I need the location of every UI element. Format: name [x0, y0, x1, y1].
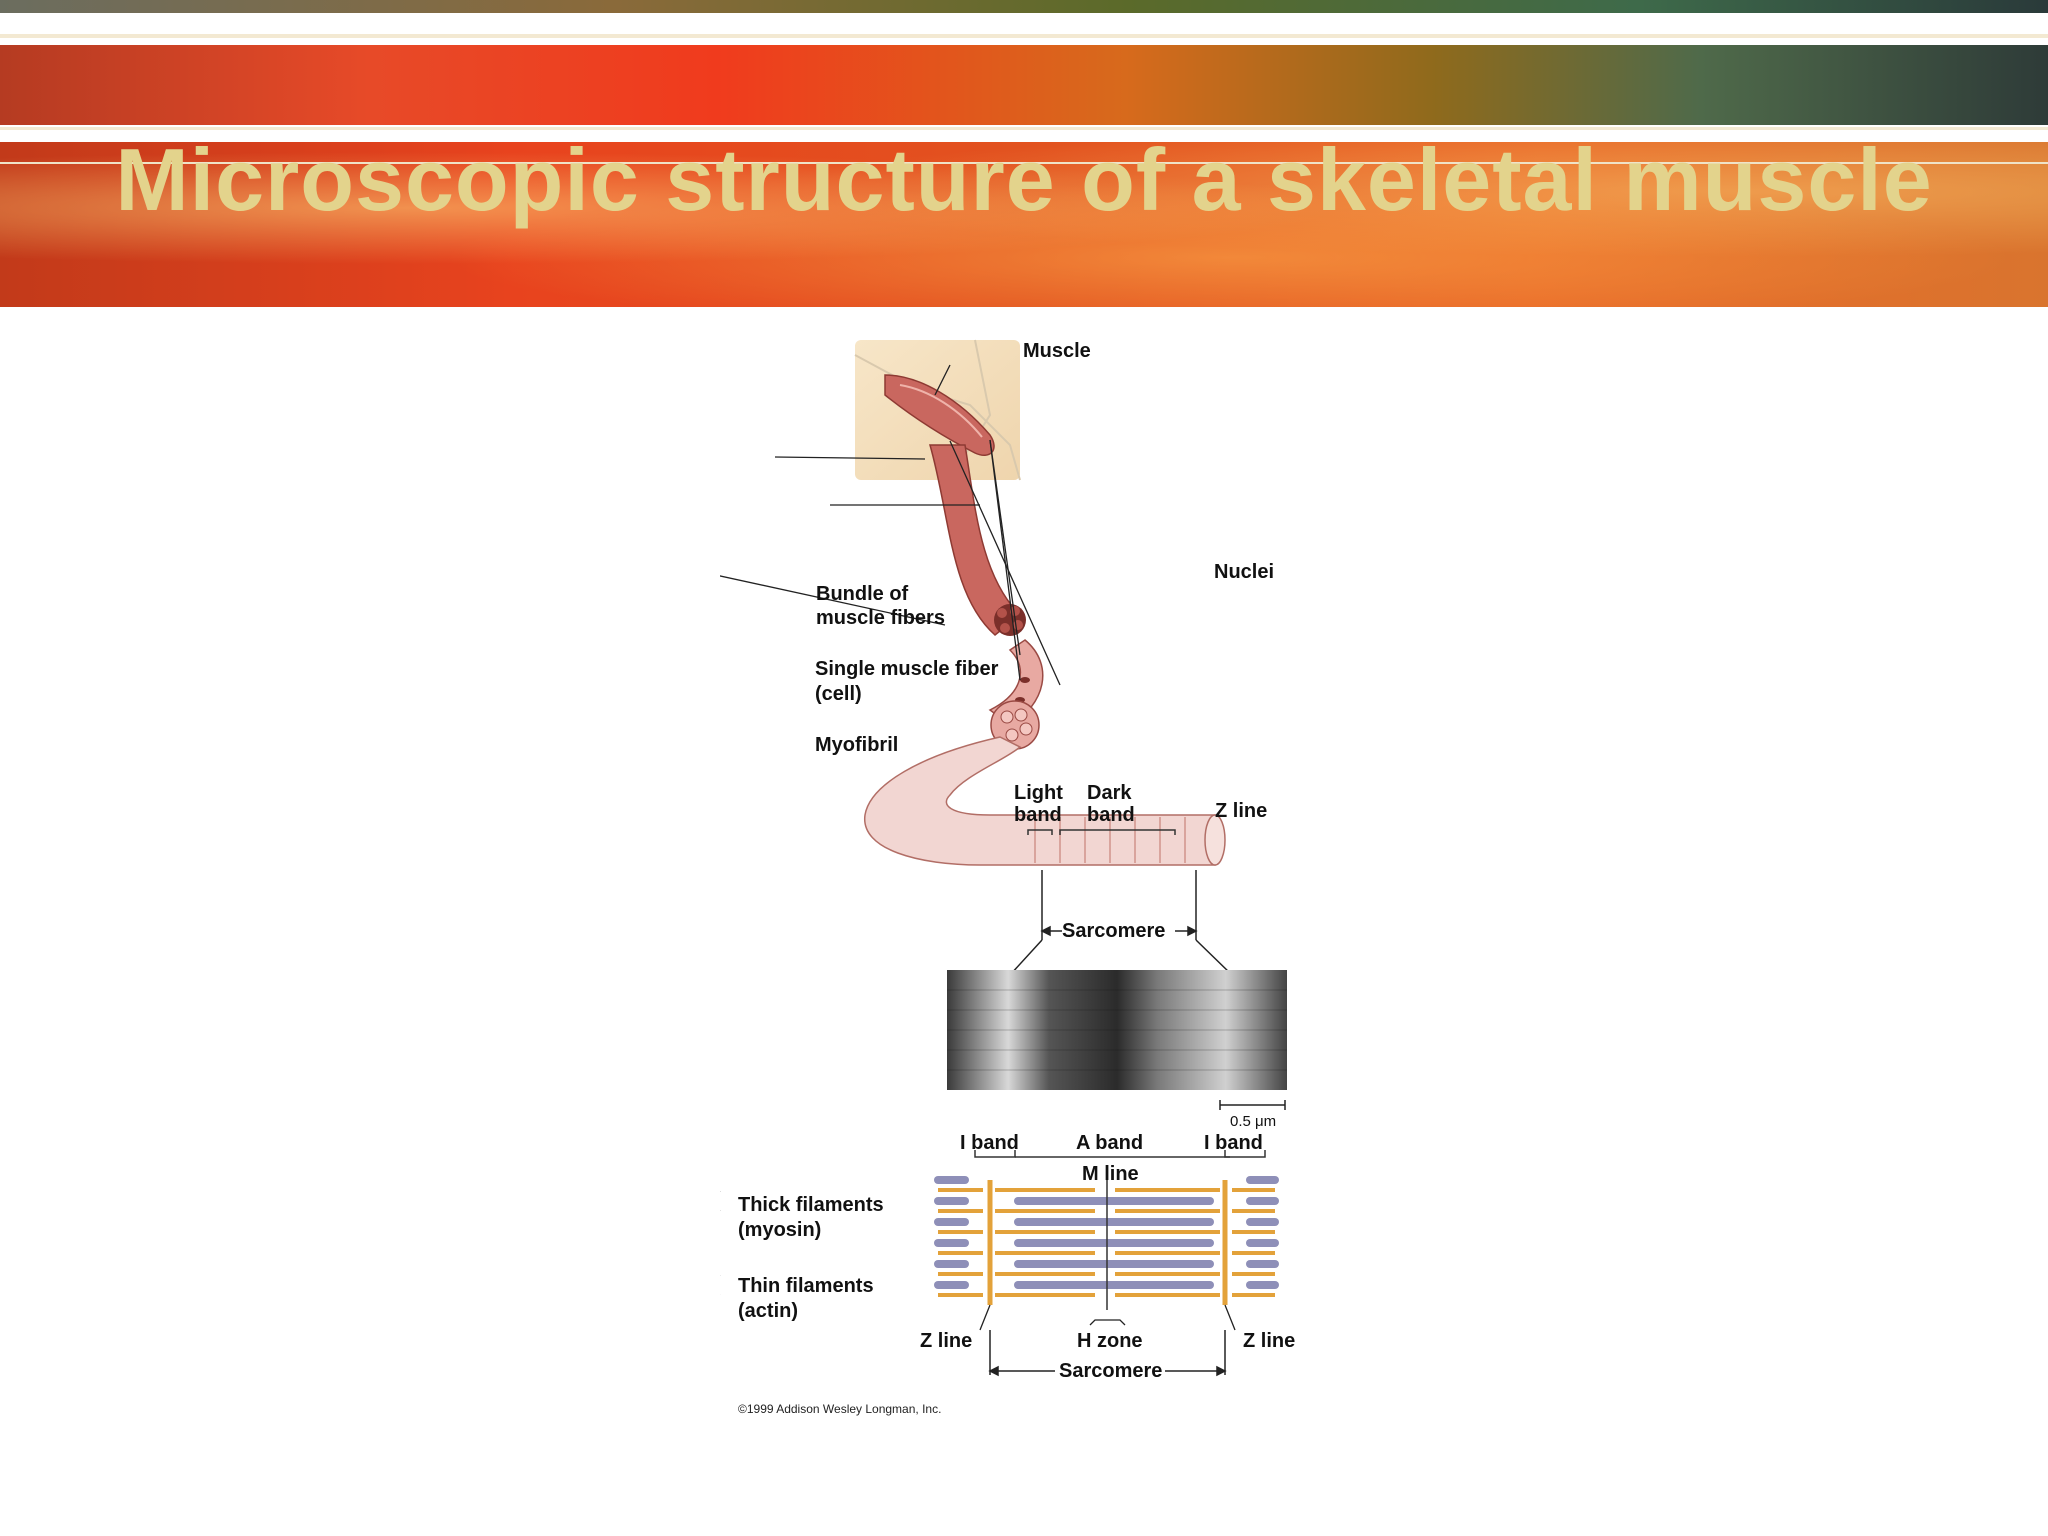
- label-a-band: A band: [1076, 1132, 1144, 1154]
- title-banner: [0, 142, 2048, 307]
- arm-illustration: [854, 339, 1021, 481]
- copyright-notice: ©1999 Addison Wesley Longman, Inc.: [738, 1402, 942, 1416]
- label-myofibril: Myofibril: [815, 734, 899, 756]
- label-light-band-1: Light: [1014, 782, 1063, 804]
- label-z-line-top: Z line: [1215, 800, 1268, 822]
- label-thick-filaments-1: Thick filaments: [738, 1194, 884, 1216]
- label-muscle: Muscle: [1023, 340, 1091, 362]
- bundle-cross-section: [994, 604, 1026, 636]
- label-bundle-2: muscle fibers: [816, 607, 945, 629]
- label-single-fiber-1: Single muscle fiber: [815, 658, 999, 680]
- label-m-line: M line: [1082, 1163, 1139, 1185]
- header-rule: [0, 162, 2048, 164]
- header-rule: [0, 34, 2048, 38]
- myofibril-end: [1204, 814, 1226, 866]
- diagram-illustration: [720, 339, 1287, 1377]
- thin-filaments: [938, 1188, 1275, 1297]
- label-thin-filaments-1: Thin filaments: [738, 1275, 874, 1297]
- label-bundle-1: Bundle of: [816, 583, 909, 605]
- header-band: [0, 45, 2048, 125]
- label-i-band-right: I band: [1204, 1132, 1263, 1154]
- thick-filaments: [934, 1176, 1279, 1289]
- z-lines: [987, 1180, 1228, 1305]
- muscle-structure-diagram: Muscle Nuclei Bundle of muscle fibers Si…: [720, 335, 1320, 1420]
- myofibril-striations: [1034, 817, 1186, 863]
- label-dark-band-1: Dark: [1087, 782, 1132, 804]
- header-rule: [0, 127, 2048, 130]
- nucleus: [1020, 677, 1030, 683]
- slide-title: Microscopic structure of a skeletal musc…: [115, 130, 1933, 229]
- label-thick-filaments-2: (myosin): [738, 1219, 822, 1241]
- label-z-line-left: Z line: [920, 1330, 973, 1352]
- electron-micrograph: [947, 970, 1287, 1090]
- label-sarcomere-bottom: Sarcomere: [1059, 1360, 1163, 1382]
- label-single-fiber-2: (cell): [815, 683, 862, 705]
- label-nuclei: Nuclei: [1214, 561, 1275, 583]
- label-thin-filaments-2: (actin): [738, 1300, 798, 1322]
- label-sarcomere-top: Sarcomere: [1062, 919, 1166, 943]
- label-leader-lines: [720, 364, 1236, 1331]
- fiber-cross-section: [990, 700, 1040, 750]
- label-scale: 0.5 μm: [1230, 1113, 1277, 1130]
- sarcomere-top-arrow: [1009, 870, 1233, 976]
- sarcomere-bottom-arrow: [988, 1330, 1227, 1377]
- label-z-line-right: Z line: [1243, 1330, 1296, 1352]
- scale-bar: [1219, 1100, 1286, 1110]
- label-dark-band-2: band: [1087, 804, 1135, 826]
- label-light-band-2: band: [1014, 804, 1062, 826]
- sarcomere-lattice: [934, 1175, 1279, 1310]
- bottom-band-brackets: [974, 1150, 1266, 1158]
- label-h-zone: H zone: [1077, 1330, 1143, 1352]
- top-color-strip: [0, 0, 2048, 13]
- myofibril: [864, 736, 1216, 866]
- band-brackets: [1027, 829, 1176, 835]
- label-i-band-left: I band: [960, 1132, 1019, 1154]
- micrograph-texture: [947, 989, 1287, 1071]
